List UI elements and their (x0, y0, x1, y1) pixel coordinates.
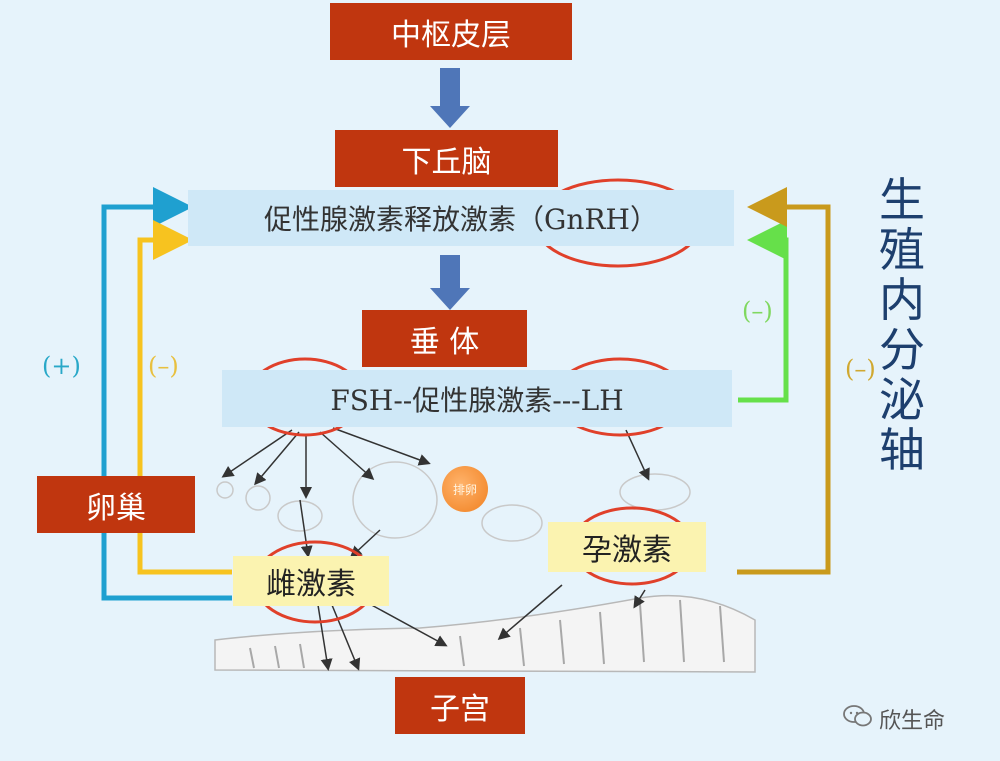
estrogen-label: 雌激素 (266, 567, 356, 602)
estrogen-negative-feedback-loop (137, 220, 232, 575)
ovulation-follicle: 排卵 (442, 466, 488, 512)
progesterone-long-feedback-loop (737, 187, 831, 575)
gnrh-bar: 促性腺激素释放激素（GnRH） (188, 190, 734, 246)
watermark: 欣生命 (843, 703, 945, 735)
estrogen-box: 雌激素 (233, 556, 389, 606)
progesterone-short-feedback-label: (–) (742, 297, 773, 325)
progesterone-long-feedback-label: (–) (845, 355, 876, 383)
progesterone-box: 孕激素 (548, 522, 706, 572)
estrogen-negative-feedback-label: (–) (148, 352, 179, 380)
arrow-gnrh-to-pituitary (430, 255, 470, 310)
ovulation-follicle-label: 排卵 (452, 482, 477, 497)
estrogen-positive-feedback-label: (+) (42, 352, 81, 380)
fsh-action-arrows (221, 427, 650, 559)
wechat-icon (843, 704, 873, 734)
pituitary-label: 垂 体 (409, 324, 480, 360)
endometrium-sketch (214, 594, 756, 673)
progesterone-label: 孕激素 (582, 533, 672, 568)
hypothalamus-box: 下丘脑 (335, 130, 558, 187)
arrow-cortex-to-hypothalamus (430, 68, 470, 128)
estrogen-positive-feedback-loop (101, 187, 232, 601)
ovary-label: 卵巢 (86, 490, 146, 526)
gonadotropin-bar: FSH--促性腺激素---LH (222, 370, 732, 427)
uterus-box: 子宫 (395, 677, 525, 734)
reproductive-axis-title: 生殖内分泌轴 (879, 173, 925, 477)
gnrh-label: 促性腺激素释放激素（GnRH） (264, 203, 658, 236)
cortex-label: 中枢皮层 (391, 17, 511, 53)
uterus-label: 子宫 (430, 691, 490, 727)
pituitary-box: 垂 体 (362, 310, 527, 367)
hypothalamus-label: 下丘脑 (401, 144, 492, 180)
progesterone-short-feedback-loop (738, 220, 789, 403)
ovary-box: 卵巢 (37, 476, 195, 533)
watermark-text: 欣生命 (879, 709, 946, 734)
gonadotropin-label: FSH--促性腺激素---LH (330, 383, 624, 417)
cortex-box: 中枢皮层 (330, 3, 572, 60)
